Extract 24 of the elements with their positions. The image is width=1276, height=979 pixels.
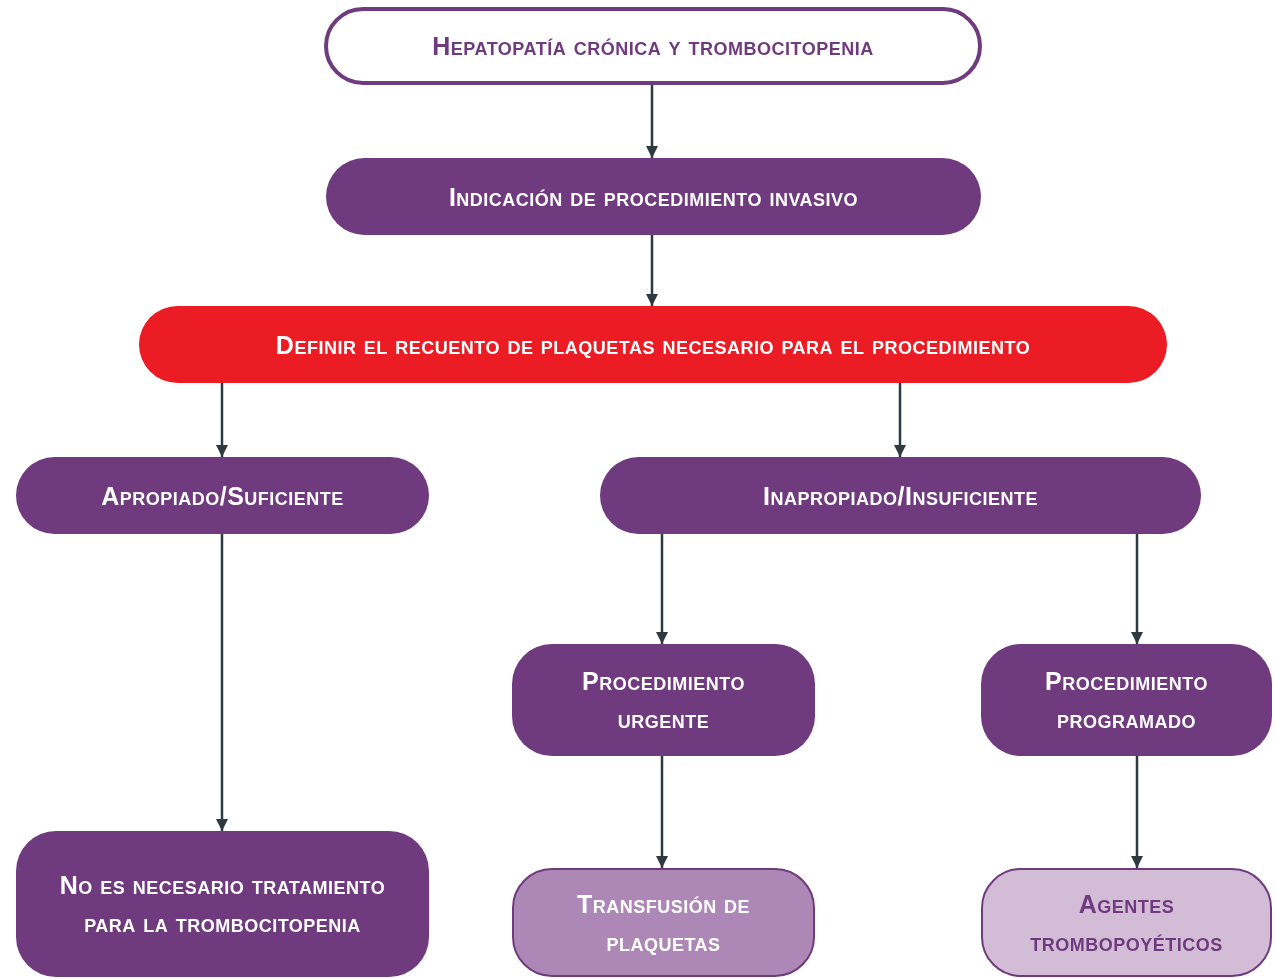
box-label: Procedimiento programado [1044,666,1209,735]
arrow [645,235,659,306]
arrow [655,756,669,868]
box-label: Definir el recuento de plaquetas necesario para el procedimiento [275,329,1031,361]
box-label: No es necesario tratamiento para la trombocitopenia [58,870,387,939]
arrow [893,383,907,457]
arrow [1130,756,1144,868]
arrow [215,383,229,457]
arrow [1130,534,1144,644]
process-box [16,831,429,977]
box-label: Agentes trombopoyéticos [1029,888,1224,958]
box-label: Indicación de procedimiento invasivo [448,181,859,213]
arrow [215,534,229,831]
arrow [655,534,669,644]
process-box [512,644,815,756]
box-label: Transfusión de plaquetas [575,888,752,958]
box-label: Hepatopatía crónica y trombocitopenia [432,31,874,62]
box-label: Apropiado/Suficiente [101,480,344,512]
box-label: Procedimiento urgente [581,666,746,735]
process-box [981,644,1272,756]
process-box [512,868,815,977]
process-box [981,868,1272,977]
arrow [645,85,659,158]
box-label: Inapropiado/Insuficiente [763,480,1038,512]
